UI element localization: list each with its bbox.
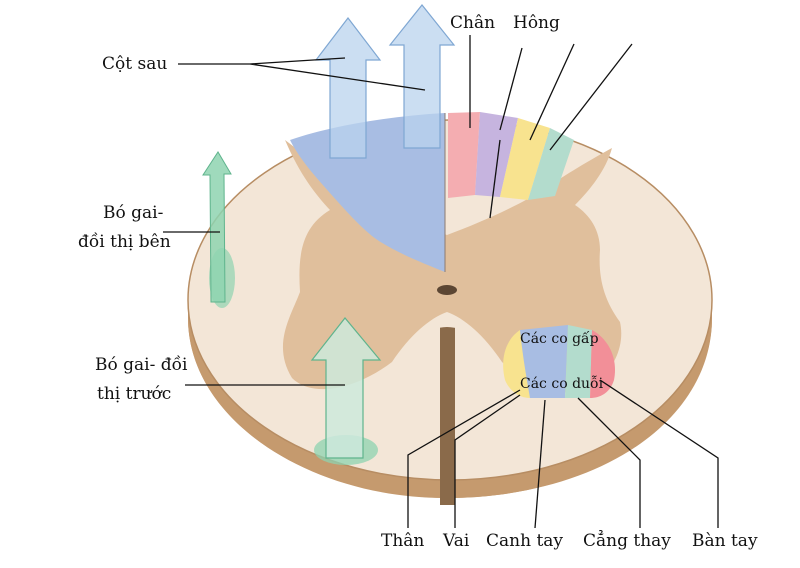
label-bo-gai-truoc-1: Bó gai- đồi xyxy=(95,355,188,375)
motor-shoulder xyxy=(520,325,568,398)
label-than: Thân xyxy=(381,531,424,551)
anterior-fissure-opening xyxy=(428,314,466,330)
motor-hand xyxy=(590,330,616,398)
leader-than xyxy=(407,389,521,528)
leader-cot-sau xyxy=(178,57,426,91)
band-hip xyxy=(475,112,518,197)
dorsal-arrow-right xyxy=(388,4,456,149)
leader-cang-thay xyxy=(577,397,641,528)
label-bo-gai-ben-2: đồi thị bên xyxy=(78,232,171,252)
label-hong: Hông xyxy=(513,13,560,33)
leader-inner xyxy=(489,139,501,219)
band-teal xyxy=(528,128,574,200)
leader-canh-tay xyxy=(534,399,546,529)
band-leg xyxy=(448,112,480,198)
label-bo-gai-truoc-2: thị trước xyxy=(97,384,171,404)
label-ban-tay: Bàn tay xyxy=(692,531,758,551)
label-co-duoi: Các co duỗi xyxy=(520,375,604,392)
leader-vai xyxy=(454,394,521,528)
label-cang-thay: Cẳng thay xyxy=(583,530,671,551)
label-chan: Chân xyxy=(450,13,495,33)
central-canal xyxy=(437,285,457,295)
leader-band-teal xyxy=(549,43,633,151)
dorsal-arrow-left xyxy=(314,17,382,159)
lateral-tract-arrow xyxy=(202,151,232,303)
band-yellow xyxy=(500,118,550,200)
label-co-gap: Các co gấp xyxy=(520,330,599,347)
label-canh-tay: Canh tay xyxy=(486,531,563,551)
anterior-tract-arrow xyxy=(310,317,382,459)
label-vai: Vai xyxy=(442,531,470,551)
leader-hong xyxy=(499,47,523,131)
label-bo-gai-ben-1: Bó gai- xyxy=(103,203,163,223)
motor-arm xyxy=(565,325,592,398)
leader-band-yellow xyxy=(529,43,575,141)
dorsal-column xyxy=(290,113,445,272)
leader-ban-tay xyxy=(599,379,719,528)
label-cot-sau: Cột sau xyxy=(102,54,167,74)
anterior-fissure xyxy=(440,320,455,505)
